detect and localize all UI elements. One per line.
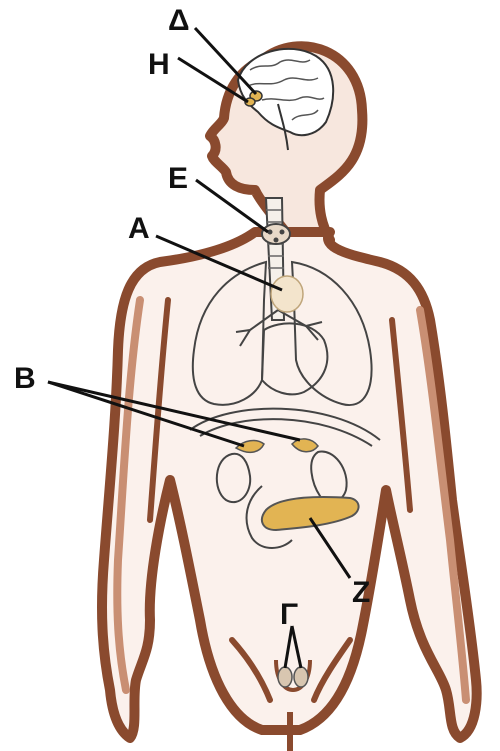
label-beta: Β (14, 362, 36, 395)
label-epsilon: Ε (168, 162, 188, 195)
leader-delta (195, 28, 256, 94)
label-gamma: Γ (280, 598, 298, 631)
left-testis (278, 667, 292, 687)
parathyroid-dot-3 (274, 238, 279, 243)
right-testis (294, 667, 308, 687)
label-eta: Η (148, 48, 170, 81)
thymus-gland (271, 276, 303, 312)
parathyroid-dot-2 (280, 230, 285, 235)
label-zeta: Ζ (352, 576, 370, 609)
parathyroid-dot-1 (268, 230, 273, 235)
label-alpha: Α (128, 212, 150, 245)
label-delta: Δ (168, 4, 190, 37)
